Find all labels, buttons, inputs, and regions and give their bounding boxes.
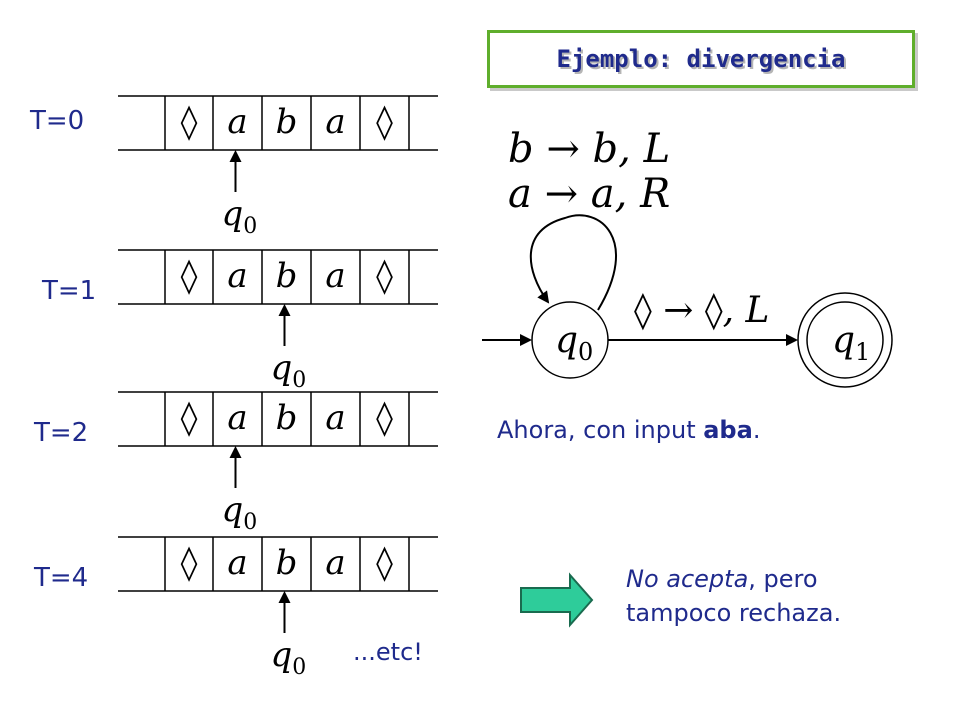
conclusion-rest: , pero bbox=[748, 565, 818, 593]
head-state-label: q0 bbox=[222, 194, 258, 239]
time-label-t0: T=0 bbox=[30, 106, 85, 136]
tape-symbol: ◊ bbox=[181, 543, 198, 583]
tape-symbol: b bbox=[276, 256, 298, 296]
tape-symbol: a bbox=[227, 102, 247, 142]
tape-symbol: a bbox=[325, 256, 345, 296]
conclusion-italic: No acepta bbox=[626, 565, 749, 593]
tape-symbol: ◊ bbox=[376, 102, 393, 142]
rule-a-label: a → a, R bbox=[508, 171, 670, 217]
tape-symbol: a bbox=[325, 102, 345, 142]
title-box: Ejemplo: divergencia bbox=[487, 30, 915, 88]
tape-symbol: a bbox=[227, 398, 247, 438]
head-state-label: q0 bbox=[271, 635, 307, 680]
state-q1-inner-circle bbox=[806, 301, 884, 379]
right-arrow-icon bbox=[520, 572, 594, 628]
caption-input: aba bbox=[703, 416, 753, 444]
tape-symbol: a bbox=[325, 543, 345, 583]
caption-prefix: Ahora, con input bbox=[497, 416, 704, 444]
state-diagram: q0 q1 b → b, L a → a, R ◊ → ◊, L bbox=[482, 126, 893, 388]
tape-symbol: ◊ bbox=[376, 256, 393, 296]
state-q1-label: q1 bbox=[832, 320, 870, 366]
tape-symbol: ◊ bbox=[181, 256, 198, 296]
head-state-label: q0 bbox=[222, 490, 258, 535]
caption: Ahora, con input aba. bbox=[497, 416, 760, 444]
transition-label: ◊ → ◊, L bbox=[634, 290, 769, 331]
tape-symbol: ◊ bbox=[181, 398, 198, 438]
tape-symbol: b bbox=[276, 102, 298, 142]
tape-symbol: b bbox=[276, 543, 298, 583]
conclusion: No acepta, pero tampoco rechaza. bbox=[626, 562, 841, 630]
tape-symbol: a bbox=[227, 543, 247, 583]
tape-symbol: a bbox=[227, 256, 247, 296]
head-state-label: q0 bbox=[271, 348, 307, 393]
etc-label: ...etc! bbox=[353, 638, 423, 666]
tape-symbol: a bbox=[325, 398, 345, 438]
self-loop-arrow bbox=[529, 214, 617, 311]
tape-symbol: b bbox=[276, 398, 298, 438]
slide-title: Ejemplo: divergencia bbox=[556, 45, 846, 73]
time-label-t4: T=4 bbox=[34, 563, 89, 593]
caption-suffix: . bbox=[752, 416, 761, 444]
tape-symbol: ◊ bbox=[376, 398, 393, 438]
time-label-t1: T=1 bbox=[42, 276, 97, 306]
state-q0-label: q0 bbox=[555, 320, 593, 366]
tape-symbol: ◊ bbox=[376, 543, 393, 583]
rule-b-label: b → b, L bbox=[508, 126, 670, 172]
conclusion-line2: tampoco rechaza. bbox=[626, 599, 842, 627]
tape-symbol: ◊ bbox=[181, 102, 198, 142]
time-label-t2: T=2 bbox=[34, 418, 89, 448]
